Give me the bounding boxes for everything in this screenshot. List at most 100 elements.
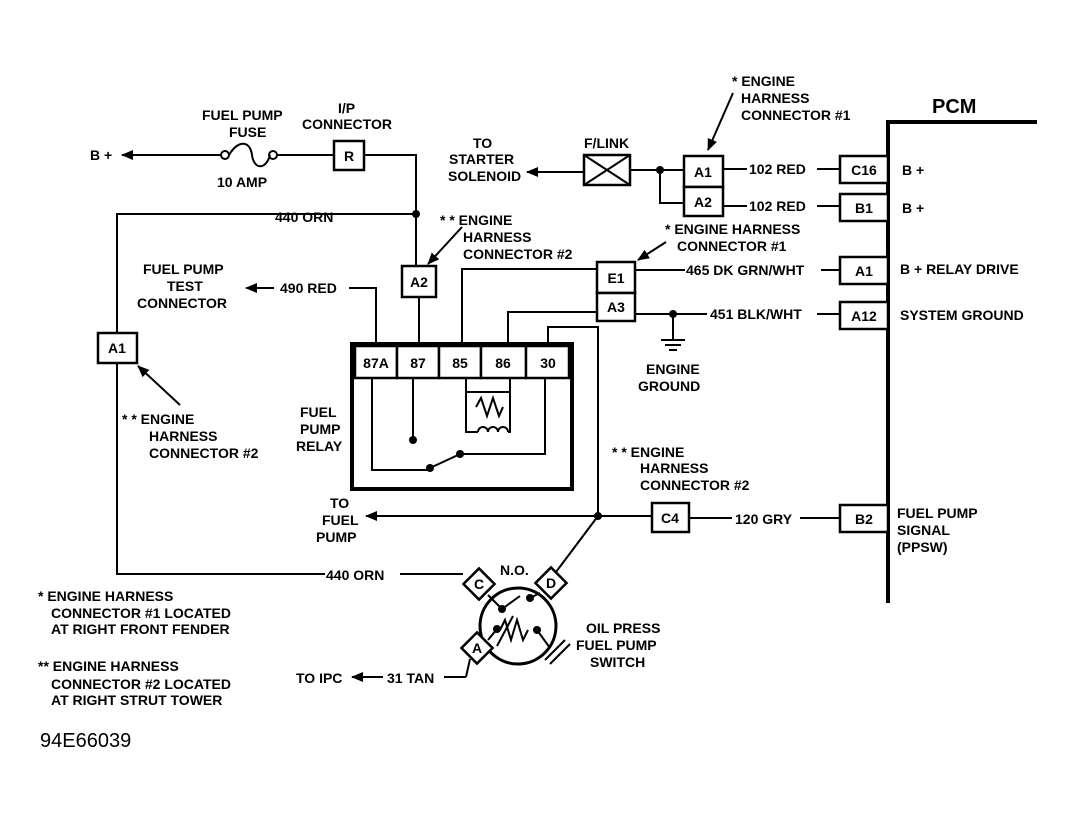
wire-440-orn-top: 440 ORN bbox=[275, 209, 333, 225]
pcm-pin-b2: B2 FUEL PUMP SIGNAL (PPSW) bbox=[838, 503, 978, 555]
to-fuel-pump-2: FUEL bbox=[322, 512, 359, 528]
fuel-pump-relay: 87A 87 85 86 30 bbox=[350, 342, 574, 491]
relay-pin-30 bbox=[524, 344, 571, 380]
wire-120-gry: 120 GRY bbox=[735, 511, 793, 527]
relay-pin-85 bbox=[437, 344, 483, 380]
note1-line2: CONNECTOR #1 LOCATED bbox=[51, 605, 231, 621]
fuse-name-2: FUSE bbox=[229, 124, 266, 140]
svg-text:E1: E1 bbox=[607, 270, 624, 286]
wire-31-tan: 31 TAN bbox=[387, 670, 434, 686]
wire-465: 465 DK GRN/WHT bbox=[686, 262, 805, 278]
svg-text:86: 86 bbox=[495, 355, 511, 371]
ehc1-mid-1: * ENGINE HARNESS bbox=[665, 221, 800, 237]
connector-a3 bbox=[595, 291, 637, 323]
connector-a2-relay bbox=[400, 264, 438, 299]
ip-connector-label-1: I/P bbox=[338, 100, 355, 116]
engine-ground-2: GROUND bbox=[638, 378, 700, 394]
relay-label-3: RELAY bbox=[296, 438, 343, 454]
ehc2-left-1: * * ENGINE bbox=[122, 411, 194, 427]
ip-connector-label-2: CONNECTOR bbox=[302, 116, 392, 132]
relay-pin-87 bbox=[395, 344, 441, 380]
fuse-name-1: FUEL PUMP bbox=[202, 107, 283, 123]
svg-text:A1: A1 bbox=[855, 263, 873, 279]
oil-pressure-switch: N.O. C D A bbox=[459, 562, 571, 666]
to-ipc-label: TO IPC bbox=[296, 670, 342, 686]
to-starter-3: SOLENOID bbox=[448, 168, 521, 184]
relay-label-2: PUMP bbox=[300, 421, 340, 437]
pcm-pin-a12-label: SYSTEM GROUND bbox=[900, 307, 1024, 323]
svg-text:87A: 87A bbox=[363, 355, 389, 371]
switch-no-label: N.O. bbox=[500, 562, 529, 578]
ip-connector-r bbox=[332, 139, 366, 172]
note1-line1: * ENGINE HARNESS bbox=[38, 588, 173, 604]
note2-line3: AT RIGHT STRUT TOWER bbox=[51, 692, 222, 708]
oil-switch-label-3: SWITCH bbox=[590, 654, 645, 670]
ehc1-mid-2: CONNECTOR #1 bbox=[677, 238, 787, 254]
svg-text:A3: A3 bbox=[607, 299, 625, 315]
oil-switch-label-1: OIL PRESS bbox=[586, 620, 660, 636]
pcm-pin-b2-label-3: (PPSW) bbox=[897, 539, 948, 555]
fuel-pump-test-1: FUEL PUMP bbox=[143, 261, 224, 277]
svg-text:A1: A1 bbox=[108, 340, 126, 356]
fuel-pump-test-3: CONNECTOR bbox=[137, 295, 227, 311]
svg-text:B2: B2 bbox=[855, 511, 873, 527]
switch-terminal-a bbox=[459, 630, 495, 666]
svg-text:D: D bbox=[546, 575, 556, 591]
ehc1-top-2: HARNESS bbox=[741, 90, 809, 106]
fuel-pump-fuse bbox=[220, 142, 278, 168]
b-plus-left-label: B + bbox=[90, 147, 112, 163]
ehc2-top-1: * * ENGINE bbox=[440, 212, 512, 228]
ehc2-right-1: * * ENGINE bbox=[612, 444, 684, 460]
wire-102-red-2: 102 RED bbox=[749, 198, 806, 214]
switch-terminal-d bbox=[533, 565, 569, 601]
ehc2-top-3: CONNECTOR #2 bbox=[463, 246, 573, 262]
to-fuel-pump-1: TO bbox=[330, 495, 349, 511]
svg-text:C: C bbox=[474, 576, 484, 592]
svg-text:B1: B1 bbox=[855, 200, 873, 216]
fusible-link bbox=[582, 153, 632, 187]
svg-text:A2: A2 bbox=[410, 274, 428, 290]
pcm-pin-a1-label: B + RELAY DRIVE bbox=[900, 261, 1019, 277]
svg-text:A: A bbox=[472, 640, 482, 656]
svg-text:85: 85 bbox=[452, 355, 468, 371]
fuel-pump-test-2: TEST bbox=[167, 278, 203, 294]
svg-text:C4: C4 bbox=[661, 510, 679, 526]
pcm-module: PCM bbox=[886, 96, 1037, 603]
note1-line3: AT RIGHT FRONT FENDER bbox=[51, 621, 230, 637]
to-starter-1: TO bbox=[473, 135, 492, 151]
wire-440-orn-bottom: 440 ORN bbox=[326, 567, 384, 583]
switch-terminal-c bbox=[461, 566, 497, 602]
svg-text:30: 30 bbox=[540, 355, 556, 371]
pcm-pin-a12: A12 SYSTEM GROUND bbox=[838, 300, 1024, 331]
svg-text:A1: A1 bbox=[694, 164, 712, 180]
note2-line1: ** ENGINE HARNESS bbox=[38, 658, 179, 674]
pcm-pin-c16: C16 B + bbox=[838, 154, 924, 185]
ehc2-left-2: HARNESS bbox=[149, 428, 217, 444]
flink-label: F/LINK bbox=[584, 135, 629, 151]
ehc1-top-1: * ENGINE bbox=[732, 73, 795, 89]
ehc1-top-3: CONNECTOR #1 bbox=[741, 107, 851, 123]
ehc2-right-3: CONNECTOR #2 bbox=[640, 477, 750, 493]
fuse-rating: 10 AMP bbox=[217, 174, 267, 190]
pcm-title: PCM bbox=[932, 96, 976, 118]
wire-490-red: 490 RED bbox=[280, 280, 337, 296]
ehc2-left-3: CONNECTOR #2 bbox=[149, 445, 259, 461]
svg-text:C16: C16 bbox=[851, 162, 877, 178]
svg-text:87: 87 bbox=[410, 355, 426, 371]
engine-ground-symbol bbox=[661, 314, 685, 351]
ehc2-right-2: HARNESS bbox=[640, 460, 708, 476]
figure-code: 94E66039 bbox=[40, 730, 131, 752]
pcm-pin-b2-label-1: FUEL PUMP bbox=[897, 505, 978, 521]
connector-c4 bbox=[650, 501, 691, 534]
to-fuel-pump-3: PUMP bbox=[316, 529, 356, 545]
svg-text:A2: A2 bbox=[694, 194, 712, 210]
wire-451: 451 BLK/WHT bbox=[710, 306, 802, 322]
relay-pin-87a bbox=[353, 344, 399, 380]
to-starter-2: STARTER bbox=[449, 151, 514, 167]
engine-ground-1: ENGINE bbox=[646, 361, 700, 377]
svg-text:A12: A12 bbox=[851, 308, 877, 324]
svg-text:R: R bbox=[344, 148, 354, 164]
note2-line2: CONNECTOR #2 LOCATED bbox=[51, 676, 231, 692]
pcm-pin-a1: A1 B + RELAY DRIVE bbox=[838, 255, 1019, 286]
